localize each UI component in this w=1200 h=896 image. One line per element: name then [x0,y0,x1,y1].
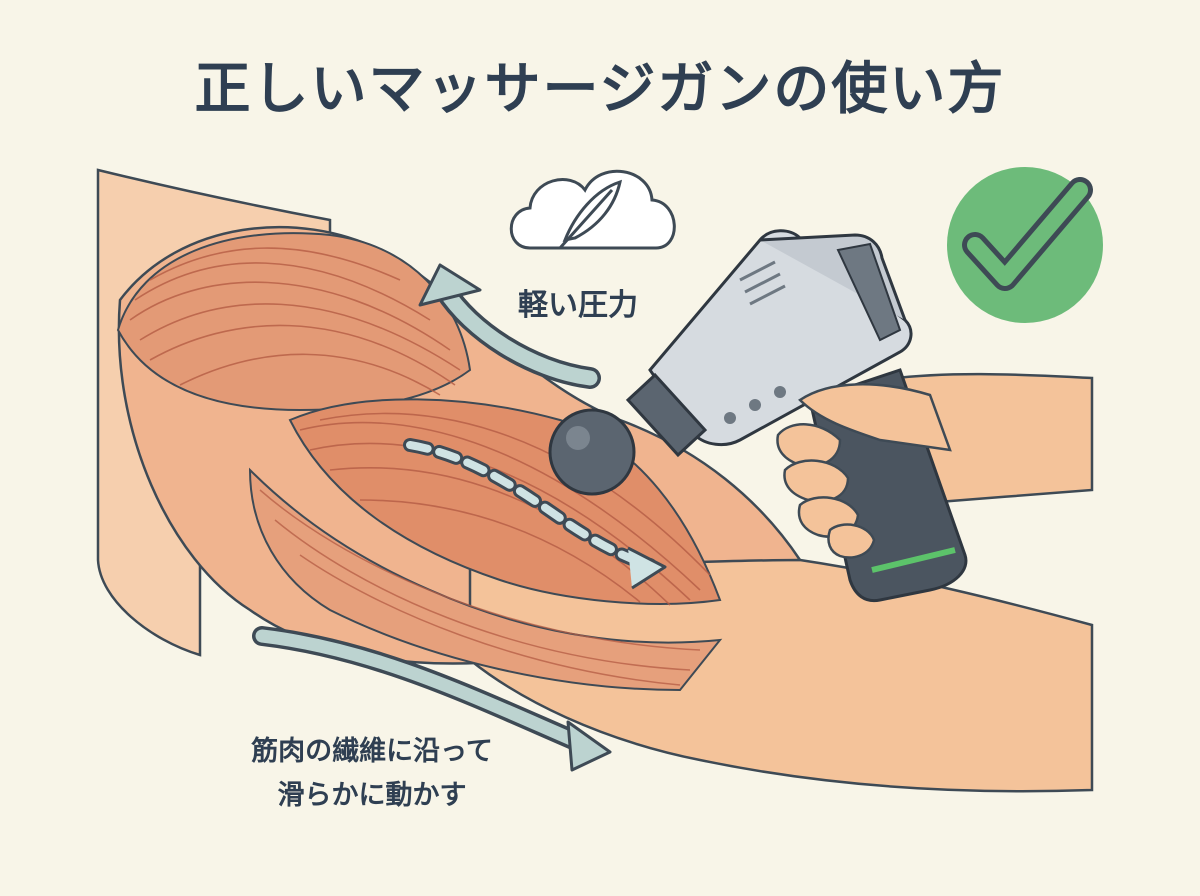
deltoid-muscle [116,232,472,412]
guide-label-line2: 滑らかに動かす [277,780,467,811]
page-title: 正しいマッサージガンの使い方 [194,57,1006,122]
massage-gun-icon [548,229,968,603]
pressure-label: 軽い圧力 [518,288,638,323]
triceps-muscle [248,467,723,692]
dashed-arrow-head [627,546,667,590]
triceps-fibers [259,489,701,686]
guide-label: 筋肉の繊維に沿って 滑らかに動かす [232,730,512,818]
guide-arrow [252,626,612,772]
hand-fingers [776,383,952,559]
guide-label-line1: 筋肉の繊維に沿って [251,736,493,767]
feather-icon [558,179,623,250]
pressure-arrow [418,263,601,389]
deltoid-fibers [129,247,461,396]
checkmark-icon [947,167,1103,323]
